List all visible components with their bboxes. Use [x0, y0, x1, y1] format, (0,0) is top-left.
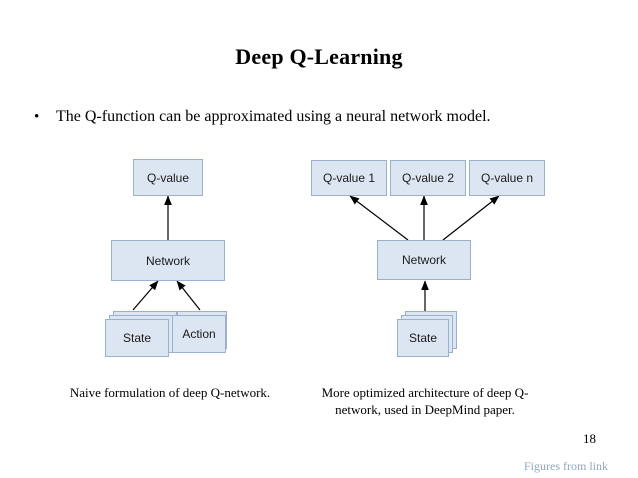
bullet-marker: • [34, 109, 40, 125]
node-action-left: Action [172, 315, 226, 353]
bullet-row: • The Q-function can be approximated usi… [34, 107, 614, 127]
node-network-left: Network [111, 240, 225, 281]
node-network-right: Network [377, 240, 471, 280]
node-state-left: State [105, 319, 169, 357]
node-q-value-n: Q-value n [469, 160, 545, 196]
footer-credit: Figures from link [524, 459, 608, 473]
caption-right-line2: network, used in DeepMind paper. [335, 402, 515, 417]
caption-right-line1: More optimized architecture of deep Q- [321, 385, 529, 400]
page-number: 18 [583, 431, 596, 446]
page-title: Deep Q-Learning [235, 44, 403, 69]
node-q-value-1: Q-value 1 [311, 160, 387, 196]
node-q-value: Q-value [133, 159, 203, 196]
caption-left: Naive formulation of deep Q-network. [69, 385, 271, 400]
node-q-value-2: Q-value 2 [390, 160, 466, 196]
bullet-text: The Q-function can be approximated using… [56, 108, 491, 125]
node-state-right: State [397, 319, 449, 357]
